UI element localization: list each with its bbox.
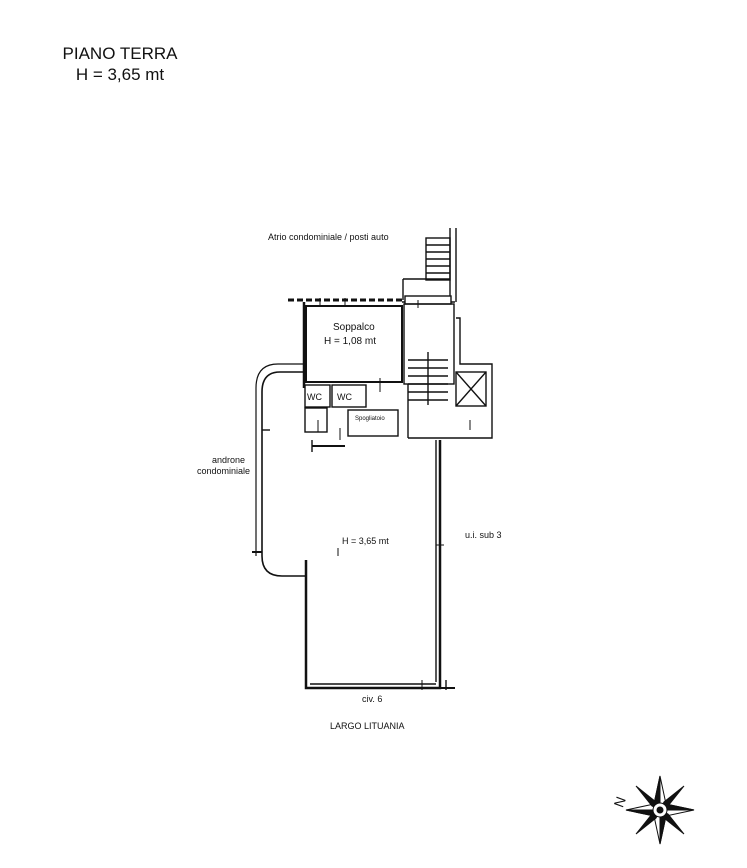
label-soppalco: Soppalco [333, 322, 375, 333]
androne-corridor [261, 371, 306, 577]
label-main-height: H = 3,65 mt [342, 536, 389, 546]
label-atrio: Atrio condominiale / posti auto [268, 232, 389, 242]
label-street: LARGO LITUANIA [330, 721, 405, 731]
door-marks [317, 298, 471, 690]
plan-walls [252, 228, 493, 690]
floor-title: PIANO TERRA [62, 44, 178, 63]
spogliatoio-room [347, 409, 399, 437]
elevator [455, 371, 487, 407]
compass-rose-icon [625, 775, 695, 845]
label-soppalco-height: H = 1,08 mt [324, 336, 376, 347]
label-ui-sub: u.i. sub 3 [465, 530, 502, 540]
floor-height: H = 3,65 mt [75, 65, 165, 84]
label-civ: civ. 6 [362, 694, 382, 704]
soppalco-room [305, 305, 403, 383]
label-androne: androne [212, 455, 245, 465]
wc-room-2 [331, 384, 367, 408]
label-wc-1: WC [307, 392, 322, 402]
label-spogliatoio: Spogliatoio [355, 416, 385, 422]
label-north: N [610, 794, 628, 809]
label-condominiale: condominiale [197, 466, 250, 476]
wc-room-1 [304, 384, 331, 408]
label-wc-2: WC [337, 392, 352, 402]
